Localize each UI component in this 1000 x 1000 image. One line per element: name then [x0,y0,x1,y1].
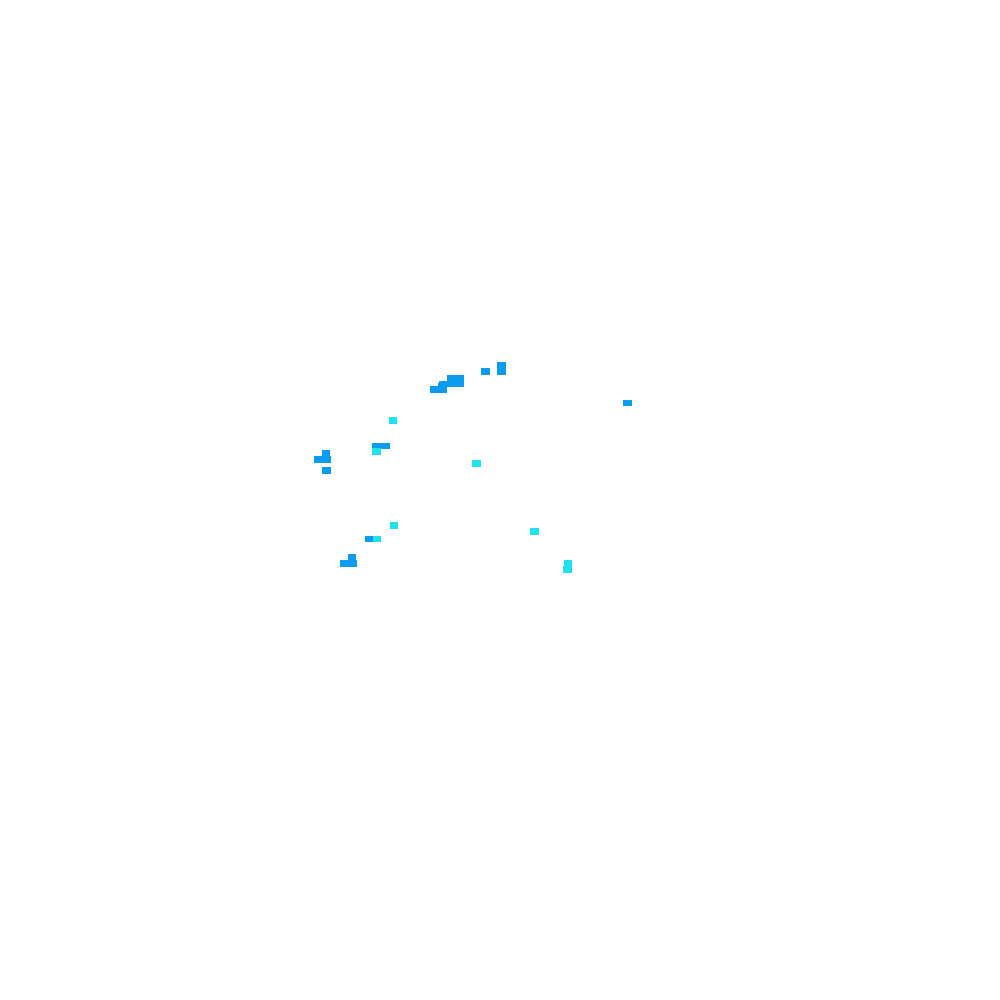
marker-block [372,443,390,449]
marker-block [390,522,398,529]
marker-block [472,460,481,467]
marker-cyan-18 [373,536,381,542]
marker-block [340,560,357,567]
marker-cyan-17 [390,522,398,529]
marker-blue-3 [481,368,490,375]
marker-block [497,362,506,375]
marker-block [314,456,331,463]
marker-block [623,400,632,406]
marker-blue-11 [340,560,357,567]
marker-block [322,467,331,474]
marker-block [372,448,381,455]
marker-block [530,528,539,535]
marker-block [348,554,356,560]
marker-blue-13 [348,554,356,560]
marker-block [322,450,330,458]
marker-block [373,536,381,542]
marker-block [389,417,397,424]
marker-block [438,383,447,389]
marker-blue-4 [497,362,506,375]
marker-cyan-21 [563,566,572,573]
marker-blue-8 [322,450,330,458]
marker-block [481,368,490,375]
marker-block [365,536,374,542]
marker-blue-10 [365,536,374,542]
marker-blue-2 [447,375,464,387]
marker-cyan-14 [389,417,397,424]
marker-blue-7 [314,456,331,463]
marker-block [563,566,572,573]
marker-cyan-16 [472,460,481,467]
marker-cyan-19 [530,528,539,535]
marker-blue-6 [372,443,390,449]
marker-cyan-20 [564,560,572,568]
marker-blue-5 [623,400,632,406]
marker-block [447,375,464,387]
marker-cyan-15 [372,448,381,455]
marker-block [564,560,572,568]
marker-blue-9 [322,467,331,474]
marker-block [430,386,447,393]
marker-blue-12 [438,383,447,389]
